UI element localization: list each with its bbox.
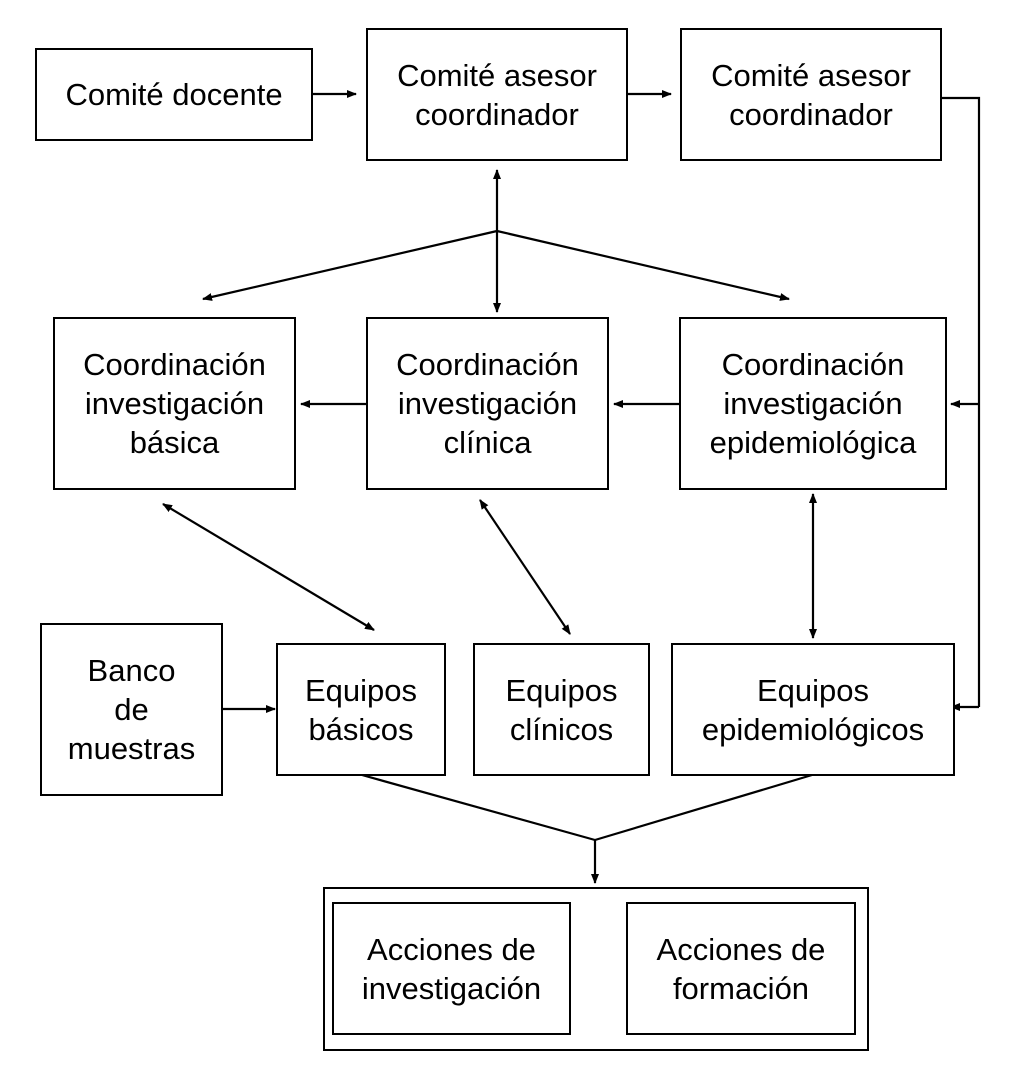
node-label-line: Coordinación bbox=[721, 347, 905, 382]
arrow-coord-clinica-equipos-clinicos bbox=[479, 499, 571, 635]
acciones-group-frame bbox=[323, 887, 869, 1051]
node-label-line: investigación bbox=[361, 970, 542, 1006]
comite-docente-box: Comité docente bbox=[35, 48, 313, 141]
connector-equipos-basicos-merge bbox=[361, 773, 596, 842]
connector-equipos-epi-merge bbox=[594, 773, 813, 842]
node-label-line: Acciones de bbox=[656, 931, 826, 967]
node-label-line: muestras bbox=[67, 731, 196, 766]
node-label-line: epidemiológicos bbox=[701, 711, 925, 747]
coordinacion-investigacion-basica-box: Coordinación investigación básica bbox=[53, 317, 296, 490]
node-label-line: Equipos bbox=[304, 672, 418, 708]
node-label-line: investigación bbox=[397, 386, 578, 421]
connector-asesor2-right-edge bbox=[942, 96, 981, 707]
arrow-asesor-coord-basica bbox=[202, 229, 498, 301]
node-label-line: Comité docente bbox=[65, 77, 283, 112]
node-label-line: clínicos bbox=[509, 711, 614, 747]
node-label-line: Equipos bbox=[756, 672, 870, 708]
node-label-line: clínica bbox=[443, 425, 532, 460]
node-label-line: investigación bbox=[723, 386, 903, 421]
node-label-line: coordinador bbox=[415, 96, 579, 132]
node-label-line: Coordinación bbox=[396, 347, 579, 382]
coordinacion-investigacion-epidemiologica-box: Coordinación investigación epidemiológica bbox=[679, 317, 947, 490]
node-label-line: coordinador bbox=[729, 96, 893, 132]
node-label-line: Coordinación bbox=[83, 347, 266, 382]
banco-de-muestras-box: Banco de muestras bbox=[40, 623, 223, 796]
node-label-line: Banco bbox=[87, 653, 176, 688]
node-label-line: formación bbox=[672, 970, 810, 1006]
node-label-line: Equipos bbox=[505, 672, 618, 708]
node-label-line: Comité asesor bbox=[397, 57, 597, 93]
node-label-line: básica bbox=[129, 425, 220, 460]
arrow-coord-basica-equipos-basicos bbox=[162, 503, 375, 631]
coordinacion-investigacion-clinica-box: Coordinación investigación clínica bbox=[366, 317, 609, 490]
node-label-line: básicos bbox=[308, 711, 414, 747]
node-label-line: investigación bbox=[84, 386, 265, 421]
arrow-asesor-coord-epidemiologica bbox=[496, 229, 790, 301]
node-label-line: epidemiológica bbox=[709, 425, 917, 460]
node-label-line: de bbox=[114, 692, 149, 727]
node-label-line: Comité asesor bbox=[711, 57, 911, 93]
node-label-line: Acciones de bbox=[367, 931, 536, 967]
